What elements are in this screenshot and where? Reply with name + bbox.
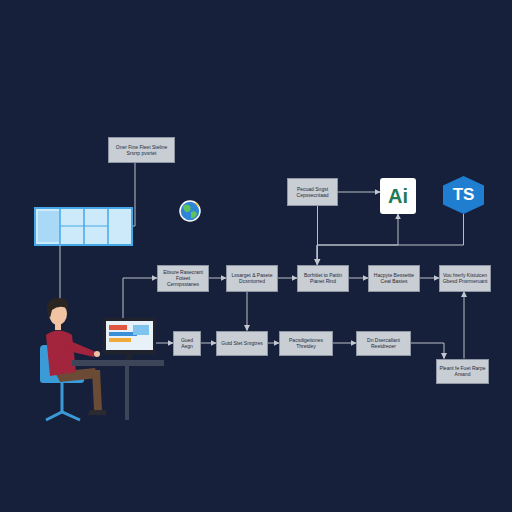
app-logo: Ai xyxy=(380,178,416,214)
process-box: Dn Dsercallant Reetdreoer xyxy=(356,331,411,356)
desk-leg xyxy=(125,366,129,420)
arm xyxy=(64,340,96,357)
torso xyxy=(46,331,76,377)
monitor-link xyxy=(156,343,173,344)
process-box: Borhitiet to Pattin Pianet Rind xyxy=(297,265,349,292)
box-label: Dn Dsercallant Reetdreoer xyxy=(359,337,408,349)
process-box: Gued Aegn xyxy=(173,331,201,356)
screen-bar xyxy=(109,325,127,330)
logo-text: TS xyxy=(453,185,475,205)
process-box: Oner Fine Fleet Steline Srsrrp pvsrtet xyxy=(108,137,175,163)
screen-panel xyxy=(133,325,149,335)
flow-arrow xyxy=(464,292,465,359)
monitor-stand xyxy=(126,354,132,360)
box-label: Pleant fe Fuet Rarpe Arsand xyxy=(439,365,486,377)
chair-base xyxy=(46,412,80,420)
leader-line xyxy=(133,163,135,226)
box-label: Pecuad Sngst Cepssecntaad xyxy=(290,186,335,198)
panel-pane xyxy=(38,211,60,242)
hand xyxy=(94,351,100,357)
flow-arrow xyxy=(317,214,464,265)
panel-frame xyxy=(35,208,132,245)
shin xyxy=(92,370,102,410)
hexagon-fill xyxy=(443,176,484,214)
flow-arrow xyxy=(420,278,439,279)
shoe xyxy=(88,410,106,415)
chair-post xyxy=(61,383,64,412)
box-label: Vou hrerly Kistuicen Gbesd Pnsrmeruant xyxy=(442,272,488,284)
hex-logo: TS xyxy=(443,176,484,214)
box-label: Eitsure Rasecrant Foteet Cermpsstanes xyxy=(160,269,206,287)
box-label: Borhitiet to Pattin Pianet Rind xyxy=(300,272,346,284)
globe-land xyxy=(183,205,197,219)
person-at-desk xyxy=(40,298,164,420)
box-label: Pacsdigetiones Thretdey xyxy=(282,337,330,349)
flow-arrow xyxy=(278,278,297,279)
flow-arrow xyxy=(317,214,398,265)
flow-arrow xyxy=(247,292,248,331)
process-box: Eitsure Rasecrant Foteet Cermpsstanes xyxy=(157,265,209,292)
process-box: Pacsdigetiones Thretdey xyxy=(279,331,333,356)
globe xyxy=(180,201,200,221)
window-panel xyxy=(35,208,132,245)
flow-arrow xyxy=(411,343,444,359)
flow-arrow xyxy=(349,278,368,279)
box-label: Hacpyte Besseitte Ceai Bastes xyxy=(371,272,417,284)
leader-line xyxy=(60,245,61,300)
hair xyxy=(47,298,68,318)
box-label: Gutd Stet Snrgtres xyxy=(221,340,262,346)
process-box: Hacpyte Besseitte Ceai Bastes xyxy=(368,265,420,292)
screen-bar xyxy=(109,332,137,336)
monitor-link xyxy=(123,278,157,318)
process-box: Pecuad Sngst Cepssecntaad xyxy=(287,178,338,206)
box-label: Oner Fine Fleet Steline Srsrrp pvsrtet xyxy=(111,144,172,156)
process-box: Gutd Stet Snrgtres xyxy=(216,331,268,356)
process-box: Lssarget & Pasete Dcsmtorred xyxy=(226,265,278,292)
logo-text: Ai xyxy=(388,185,408,208)
globe-icon xyxy=(180,201,200,221)
flow-arrow xyxy=(338,192,380,193)
process-box: Vou hrerly Kistuicen Gbesd Pnsrmeruant xyxy=(439,265,491,292)
screen-bar xyxy=(109,338,131,342)
flow-arrow xyxy=(333,343,356,344)
flow-arrow xyxy=(268,343,279,344)
flow-arrow xyxy=(201,343,216,344)
box-label: Lssarget & Pasete Dcsmtorred xyxy=(229,272,275,284)
box-label: Gued Aegn xyxy=(176,337,198,349)
globe-accent xyxy=(195,203,198,207)
monitor xyxy=(103,318,156,354)
monitor-screen xyxy=(106,321,153,350)
process-box: Pleant fe Fuet Rarpe Arsand xyxy=(436,359,489,384)
panel-divider xyxy=(60,226,108,227)
flow-arrow xyxy=(209,278,226,279)
desk-top xyxy=(72,360,164,366)
